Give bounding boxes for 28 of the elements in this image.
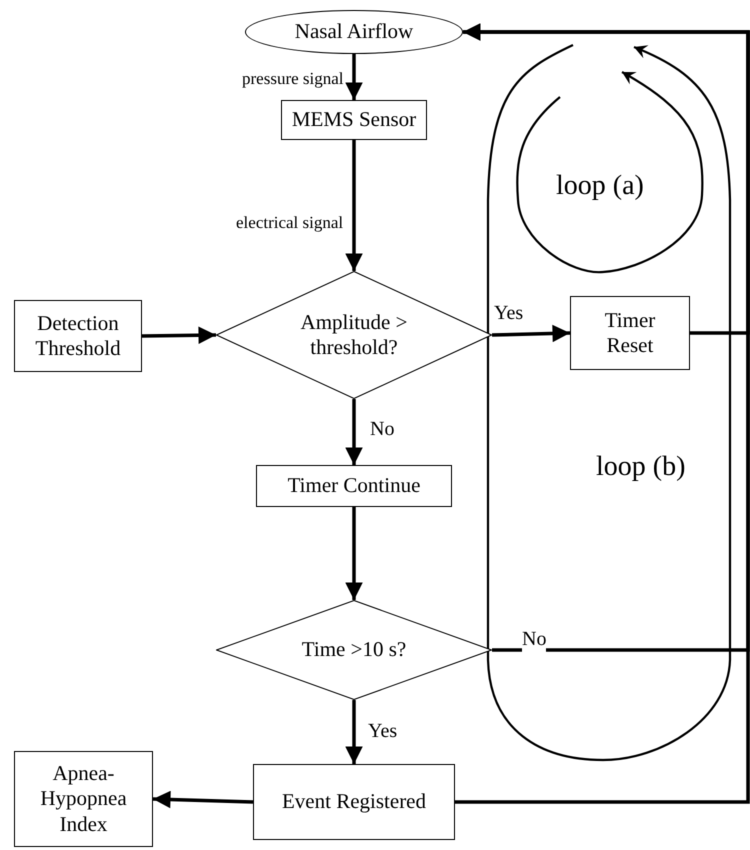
arrow <box>345 507 363 600</box>
node-text: Nasal Airflow <box>294 19 414 45</box>
node-text: Apnea-Hypopnea Index <box>39 761 128 837</box>
process-box <box>256 465 452 507</box>
node-text: Timer Reset <box>604 308 656 358</box>
node-text: Event Registered <box>282 789 426 815</box>
arrow <box>455 23 750 804</box>
process-box <box>281 100 427 140</box>
node-text: Amplitude > threshold? <box>300 310 408 360</box>
arrow <box>345 399 363 465</box>
loop-label: loop (a) <box>556 169 644 203</box>
process-box <box>14 751 153 847</box>
arrow <box>345 140 363 271</box>
process-box <box>570 296 690 370</box>
arrow <box>345 700 363 764</box>
process-box <box>253 764 455 840</box>
node-text: Time >10 s? <box>302 637 406 663</box>
arrow <box>492 324 570 342</box>
decision-diamond <box>216 600 492 700</box>
loop-label: loop (b) <box>596 450 686 484</box>
arrow <box>142 326 216 344</box>
process-box <box>14 300 142 372</box>
decision-diamond <box>216 271 492 399</box>
arrow <box>152 790 254 808</box>
node-text: Timer Continue <box>288 473 420 499</box>
arrow <box>345 54 363 100</box>
node-text: Detection Threshold <box>34 310 122 362</box>
node-text: MEMS Sensor <box>292 107 416 133</box>
